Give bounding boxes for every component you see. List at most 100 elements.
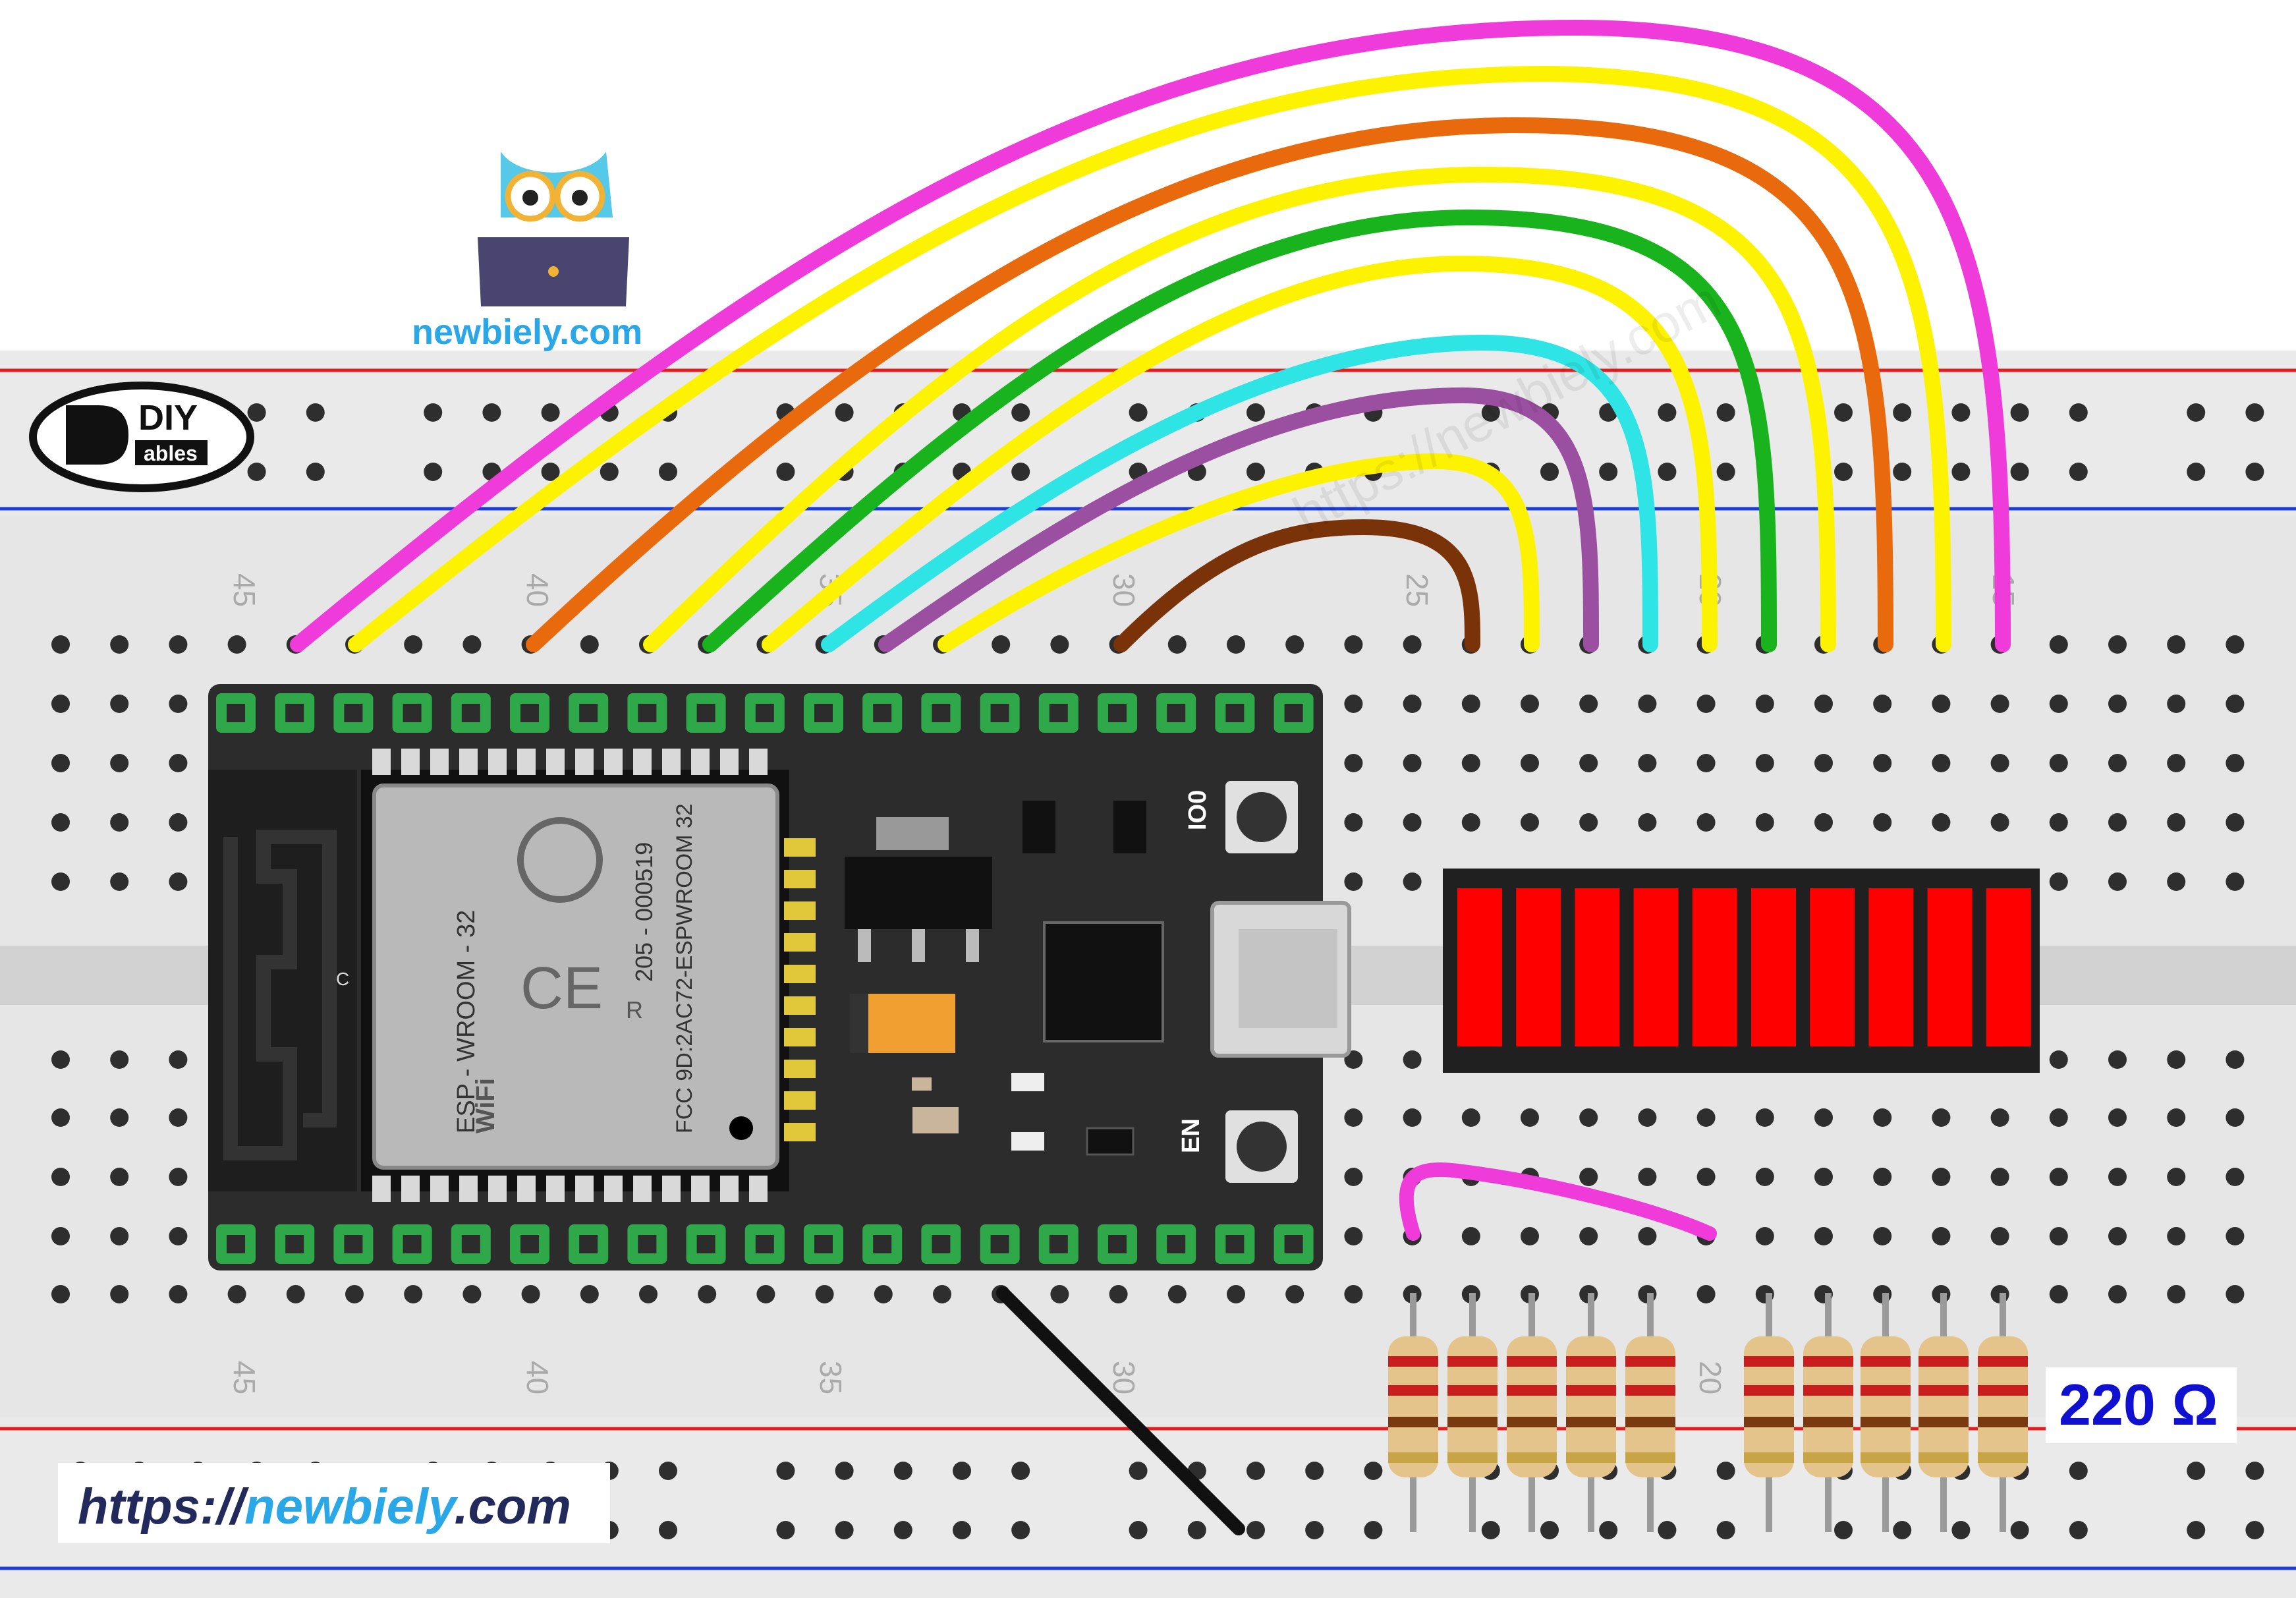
breadboard-hole — [1696, 754, 1716, 772]
led-segment — [1457, 888, 1502, 1046]
rail-hole — [1834, 463, 1853, 481]
led-segment — [1868, 888, 1914, 1046]
breadboard-hole — [580, 635, 599, 654]
rail-hole — [835, 403, 854, 422]
antenna-mark: C — [336, 969, 349, 989]
resistor-band — [1625, 1452, 1675, 1463]
header-pin — [873, 1235, 892, 1253]
breadboard-hole — [51, 1108, 70, 1127]
led-segment — [1751, 888, 1796, 1046]
resistor-band — [1566, 1385, 1616, 1396]
header-pin — [1108, 1235, 1127, 1253]
breadboard-hole — [169, 635, 188, 654]
header-pin — [755, 1235, 774, 1253]
rail-hole — [1716, 463, 1735, 481]
rail-hole — [1716, 1462, 1735, 1480]
breadboard-hole — [1344, 1168, 1363, 1186]
breadboard-hole — [2049, 872, 2068, 891]
breadboard-hole — [1990, 813, 2009, 832]
module-pin — [430, 749, 449, 775]
breadboard-hole — [1932, 1108, 1951, 1127]
breadboard-hole — [169, 695, 188, 713]
module-side-pin — [784, 965, 816, 983]
breadboard-hole — [110, 1168, 129, 1186]
rail-hole — [776, 463, 795, 481]
module-pin — [546, 749, 565, 775]
breadboard-hole — [2226, 1050, 2245, 1069]
rail-hole — [1011, 1462, 1030, 1480]
rail-hole — [1834, 403, 1853, 422]
resistor-band — [1861, 1356, 1911, 1367]
breadboard-hole — [756, 1285, 775, 1303]
breadboard-hole — [2049, 1285, 2068, 1303]
breadboard-hole — [2108, 813, 2127, 832]
breadboard-hole — [2108, 1108, 2127, 1127]
url-prefix: https:// — [78, 1479, 249, 1535]
breadboard-hole — [1461, 695, 1480, 713]
rail-hole — [1599, 463, 1618, 481]
breadboard-hole — [1873, 1227, 1892, 1245]
resistor-body — [1388, 1336, 1438, 1477]
resistor-band — [1625, 1385, 1675, 1396]
breadboard-hole — [1344, 1108, 1363, 1127]
antenna-trace — [223, 830, 337, 1160]
resistor-band — [1978, 1452, 2028, 1463]
breadboard-hole — [1638, 1108, 1657, 1127]
resistor-body — [1447, 1336, 1498, 1477]
rail-hole — [1246, 463, 1265, 481]
pin1-dot — [729, 1116, 753, 1140]
module-pin — [488, 749, 507, 775]
wire-black — [996, 1286, 1245, 1535]
module-pins — [372, 749, 816, 1202]
resistor-band — [1803, 1385, 1853, 1396]
rail-hole — [2010, 1521, 2029, 1539]
led-segments — [1457, 888, 2031, 1046]
header-pin — [520, 1235, 539, 1253]
breadboard-hole — [992, 635, 1011, 654]
breadboard-hole — [110, 1285, 129, 1303]
breadboard-hole — [51, 813, 70, 832]
resistor-band — [1978, 1417, 2028, 1427]
module-side-pin — [784, 870, 816, 888]
breadboard-hole — [110, 813, 129, 832]
breadboard-hole — [1403, 872, 1422, 891]
rail-hole — [2069, 1521, 2088, 1539]
regulator-leg-2 — [912, 929, 925, 962]
breadboard-hole — [1403, 695, 1422, 713]
breadboard-hole — [1403, 754, 1422, 772]
io0-label: IO0 — [1184, 790, 1212, 830]
rail-hole — [1364, 1521, 1383, 1539]
resistor-band — [1918, 1385, 1969, 1396]
rail-hole — [482, 403, 501, 422]
breadboard-hole — [51, 1285, 70, 1303]
resistor-band — [1388, 1356, 1438, 1367]
breadboard-hole — [2049, 754, 2068, 772]
module-pin — [720, 749, 739, 775]
rail-hole — [776, 1521, 795, 1539]
rail-hole — [1011, 403, 1030, 422]
column-number: 45 — [227, 1361, 262, 1394]
header-pin — [638, 1235, 657, 1253]
smd-1 — [1011, 1073, 1044, 1091]
resistor-band — [1744, 1356, 1794, 1367]
module-pin — [459, 749, 478, 775]
breadboard-hole — [1227, 635, 1245, 654]
module-pin — [749, 749, 768, 775]
breadboard-hole — [2226, 813, 2245, 832]
header-pin — [579, 704, 598, 722]
module-pin — [691, 1176, 710, 1202]
laptop-logo-dot — [548, 266, 559, 277]
io0-button[interactable] — [1237, 792, 1287, 842]
en-button[interactable] — [1237, 1122, 1287, 1172]
breadboard-hole — [1461, 1227, 1480, 1245]
rail-hole — [953, 1521, 971, 1539]
breadboard-hole — [1696, 695, 1716, 713]
resistor-band — [1447, 1385, 1498, 1396]
module-side-pin — [784, 901, 816, 920]
module-pin — [691, 749, 710, 775]
smd-5 — [912, 1077, 932, 1091]
module-pin — [488, 1176, 507, 1202]
rail-hole — [2245, 403, 2264, 422]
smd-4 — [1086, 1127, 1134, 1156]
breadboard-hole — [1755, 1168, 1774, 1186]
